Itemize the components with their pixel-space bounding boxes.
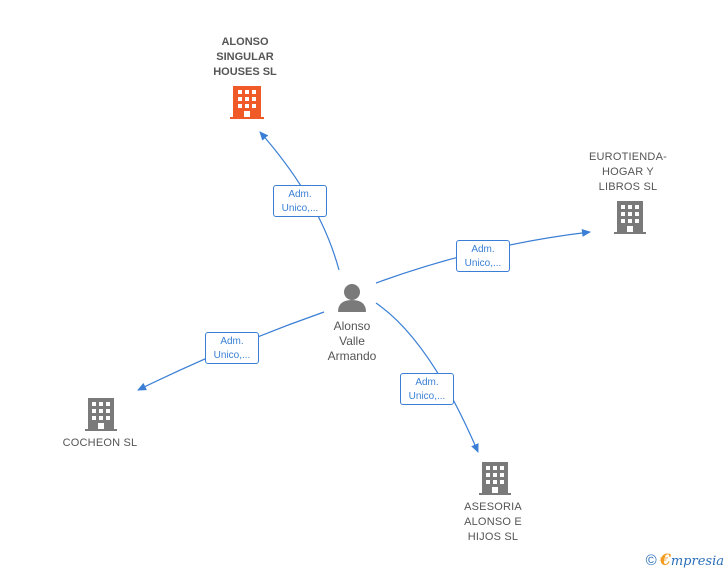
copyright-symbol: © [645,552,657,569]
person-icon[interactable] [338,284,366,312]
company-label-cocheon[interactable]: COCHEON SL [62,437,138,449]
building-icon[interactable] [230,86,264,119]
edge-label-alonso-singular[interactable]: Adm. Unico,... [273,185,327,217]
building-icon[interactable] [85,398,117,431]
company-label-eurotienda[interactable]: EUROTIENDA- HOGAR Y LIBROS SL [589,151,667,193]
edge-line-asesoria [375,302,479,453]
edge-label-cocheon[interactable]: Adm. Unico,... [205,332,259,364]
building-icon[interactable] [614,201,646,234]
person-label[interactable]: Alonso Valle Armando [327,319,377,363]
watermark: ©€mpresia [646,550,724,569]
building-icon[interactable] [479,462,511,495]
company-label-asesoria[interactable]: ASESORIA ALONSO E HIJOS SL [464,501,522,543]
company-label-alonso-singular[interactable]: ALONSO SINGULAR HOUSES SL [213,36,277,78]
brand-e-logo: € [659,550,671,569]
edge-label-eurotienda[interactable]: Adm. Unico,... [456,240,510,272]
edge-label-asesoria[interactable]: Adm. Unico,... [400,373,454,405]
brand-name: mpresia [670,554,724,569]
